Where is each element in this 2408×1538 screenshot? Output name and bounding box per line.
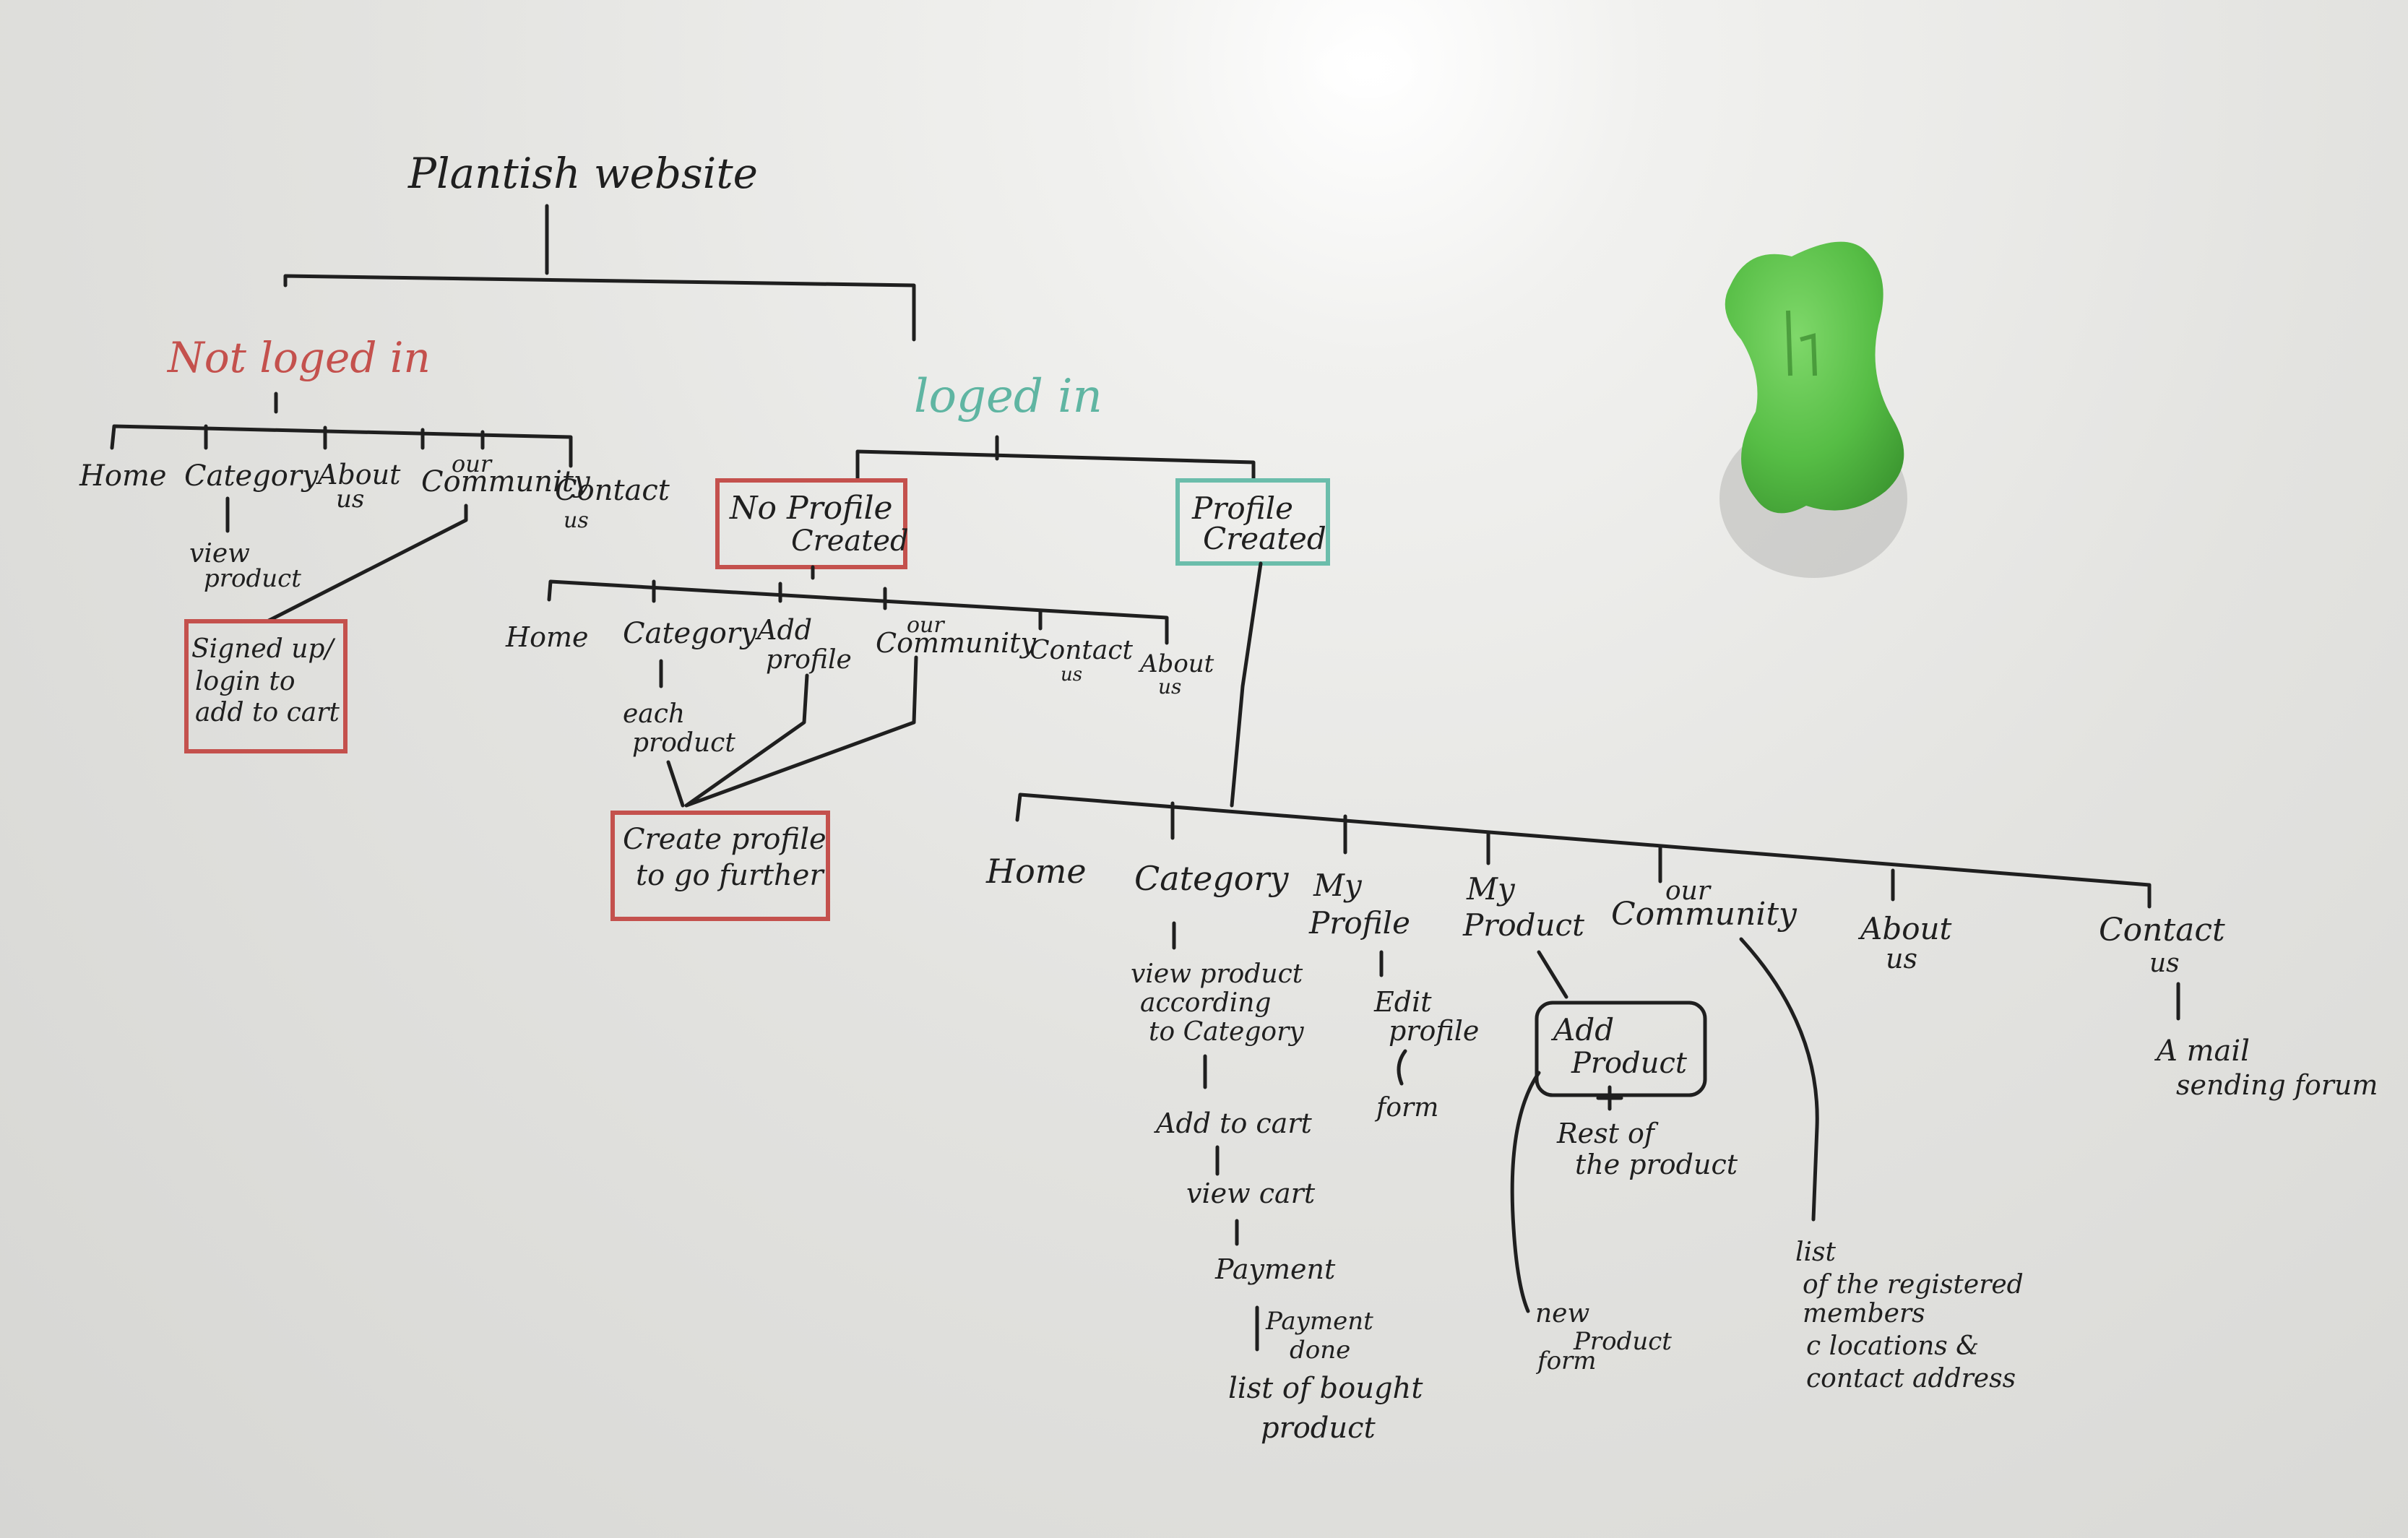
p-my-product: Product (1462, 907, 1584, 943)
nl-category: Category (184, 459, 319, 493)
svg-text:Created: Created (791, 524, 909, 558)
svg-text:Signed up/: Signed up/ (191, 634, 336, 664)
no-profile-box: No Profile Created (715, 478, 909, 569)
np-add: Add (755, 614, 812, 646)
eraser-icon (1719, 241, 1907, 578)
profile-created-box: Profile Created (1175, 478, 1330, 566)
cat-add-to-cart: Add to cart (1154, 1107, 1313, 1139)
nl-home: Home (79, 459, 167, 493)
svg-text:to go further: to go further (636, 859, 825, 892)
nl-our: our (452, 450, 493, 478)
root-title: Plantish website (407, 149, 758, 198)
profile-flow-connector (1379, 950, 1407, 1086)
com-members: members (1803, 1299, 1925, 1329)
nl-about-us: us (336, 485, 364, 514)
p-my: My (1313, 868, 1363, 903)
com-list: list (1795, 1237, 1837, 1267)
prod-the-product: the product (1575, 1149, 1738, 1180)
cat-according: according (1140, 988, 1271, 1018)
np-community: Community (876, 627, 1036, 659)
svg-text:add to cart: add to cart (195, 698, 340, 727)
np-each: each (623, 699, 685, 729)
p-my-profile: Profile (1308, 905, 1410, 941)
com-contact: contact address (1806, 1364, 2016, 1394)
cat-view-product: view product (1131, 959, 1303, 989)
nl-product: product (204, 564, 301, 593)
nl-contact: Contact (555, 474, 670, 507)
p-contact: Contact (2099, 912, 2225, 949)
nl-contact-us: us (564, 508, 589, 533)
np-contact: Contact (1030, 636, 1133, 665)
community-flow-connector (1739, 937, 1819, 1222)
no-profile-connector (547, 565, 1169, 645)
nl-about: About (316, 459, 401, 491)
np-our: our (907, 613, 945, 638)
p-about: About (1857, 911, 1952, 946)
prod-new: new (1535, 1299, 1589, 1329)
com-locations: c locations & (1806, 1331, 1979, 1361)
svg-text:Add: Add (1550, 1012, 1614, 1047)
p-our: our (1665, 876, 1712, 906)
cat-payment-done-2: done (1290, 1336, 1350, 1365)
not-logged-title: Not loged in (166, 333, 431, 382)
nl-view: view (189, 539, 250, 569)
prod-rest-of: Rest of (1556, 1118, 1659, 1149)
np-about-us: us (1158, 675, 1181, 699)
profile-connector (1015, 561, 2152, 909)
contact-a-mail: A mail (2154, 1034, 2250, 1068)
category-flow-connector (1172, 921, 1259, 1352)
cat-product: product (1261, 1412, 1376, 1445)
cat-to-category: to Category (1149, 1017, 1304, 1047)
np-about: About (1138, 649, 1214, 678)
nl-category-connector (225, 496, 468, 623)
signup-box: Signed up/ login to add to cart (184, 619, 348, 753)
p-my2: My (1466, 871, 1516, 907)
cat-list-bought: list of bought (1228, 1372, 1423, 1405)
com-of-registered: of the registered (1803, 1270, 2024, 1300)
cat-payment: Payment (1214, 1253, 1336, 1285)
p-contact-us: us (2149, 949, 2180, 978)
prod-product: Product (1573, 1327, 1672, 1356)
prof-profile: profile (1389, 1015, 1479, 1047)
svg-text:No Profile: No Profile (729, 490, 893, 527)
np-product: product (632, 728, 735, 758)
svg-text:Profile: Profile (1191, 491, 1293, 526)
svg-text:Create profile: Create profile (623, 823, 827, 856)
svg-text:Product: Product (1571, 1047, 1688, 1080)
cat-payment-done-1: Payment (1265, 1307, 1373, 1336)
svg-text:Created: Created (1203, 521, 1326, 556)
p-about-us: us (1886, 943, 1917, 975)
logged-title: loged in (914, 370, 1102, 423)
p-category: Category (1134, 859, 1289, 898)
cat-view-cart: view cart (1186, 1178, 1316, 1209)
np-flow-connector (659, 655, 918, 808)
add-product-box: Add Product (1535, 1001, 1707, 1097)
p-community: Community (1611, 896, 1798, 933)
svg-text:login to: login to (195, 667, 295, 696)
p-home: Home (985, 852, 1087, 891)
prof-edit: Edit (1373, 986, 1432, 1018)
root-connector (283, 204, 916, 342)
logged-connector (855, 435, 1256, 483)
np-category: Category (623, 617, 758, 650)
np-add-profile: profile (766, 645, 852, 675)
contact-sending-forum: sending forum (2176, 1069, 2378, 1101)
create-profile-box: Create profile to go further (610, 811, 830, 921)
np-home: Home (505, 621, 589, 653)
prof-form: form (1374, 1093, 1438, 1123)
prod-form: form (1535, 1347, 1597, 1375)
light-glare (1300, 29, 1430, 108)
nl-community: Community (421, 465, 591, 498)
not-logged-connector (110, 392, 573, 468)
product-flow-connector (1510, 950, 1623, 1313)
np-contact-us: us (1061, 664, 1082, 686)
